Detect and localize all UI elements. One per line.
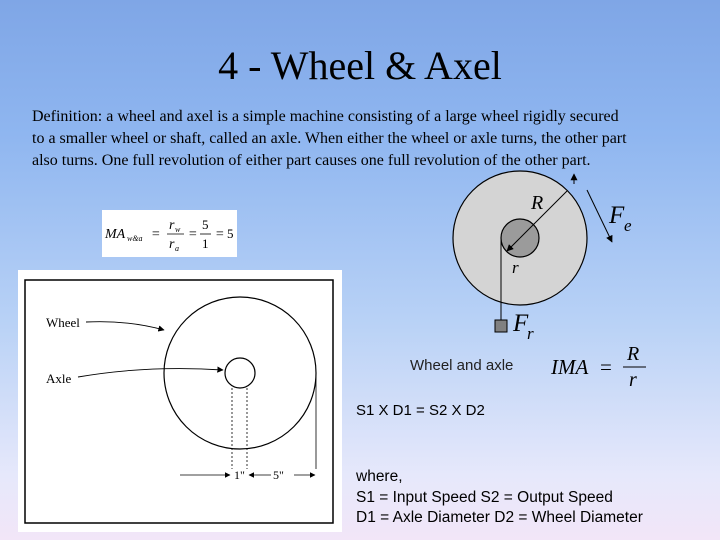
wheel-axle-figure: 1" 5" Wheel Axle [18, 270, 342, 532]
wheel-pointer-arrow [85, 321, 165, 332]
label-R: R [530, 192, 543, 214]
axle-pointer-arrow [77, 366, 224, 378]
ma-den1: r [169, 237, 175, 252]
effort-force-arrow [586, 189, 613, 243]
diagram-caption: Wheel and axle [410, 357, 514, 374]
where-line-3: D1 = Axle Diameter D2 = Wheel Diameter [356, 509, 643, 526]
ma-equals-2: = [188, 227, 197, 242]
ima-lhs: IMA [550, 355, 588, 379]
where-line-2: S1 = Input Speed S2 = Output Speed [356, 488, 613, 506]
ma-formula-svg: MA w&a = r w r a = 5 1 = 5 [104, 217, 234, 253]
axle-label: Axle [46, 371, 72, 386]
slide-title: 4 - Wheel & Axel [218, 43, 502, 88]
figure-frame [24, 279, 334, 524]
ma-num1: r [169, 218, 175, 233]
ma-num1-sub: w [175, 225, 181, 234]
ma-den1-sub: a [175, 244, 179, 253]
label-Fe: F [608, 202, 625, 229]
wheel-axle-figure-svg: 1" 5" Wheel Axle [24, 279, 334, 524]
load-block [494, 319, 508, 333]
ma-lhs-sub: w&a [127, 234, 143, 243]
wheel-label: Wheel [46, 315, 80, 330]
force-diagram: R r F e F r [452, 170, 632, 343]
where-block: where, S1 = Input Speed S2 = Output Spee… [356, 467, 643, 529]
radius-r-arrow [506, 237, 521, 252]
ima-equals: = [600, 355, 612, 379]
wheel-dim-label: 5" [273, 468, 284, 482]
ma-formula: MA w&a = r w r a = 5 1 = 5 [102, 210, 237, 257]
axle-circle [224, 357, 256, 389]
label-Fe-sub: e [624, 216, 632, 235]
axle-dim-label: 1" [234, 468, 245, 482]
ma-den2: 1 [202, 236, 209, 251]
ma-num2: 5 [202, 217, 209, 232]
ma-equals-3: = [215, 227, 224, 242]
ima-formula: IMA = R r [550, 343, 646, 390]
speed-equation: S1 X D1 = S2 X D2 [356, 402, 485, 419]
definition-text: Definition: a wheel and axel is a simple… [32, 108, 627, 169]
ma-equals-1: = [151, 227, 160, 242]
ma-lhs: MA [104, 227, 126, 242]
ima-den: r [629, 369, 637, 390]
label-r: r [512, 258, 519, 277]
ima-num: R [626, 343, 639, 365]
label-Fr-sub: r [527, 324, 534, 343]
radius-R-line [519, 190, 568, 239]
where-line-1: where, [356, 468, 403, 485]
ma-result: 5 [227, 226, 234, 241]
label-Fr: F [512, 310, 529, 337]
